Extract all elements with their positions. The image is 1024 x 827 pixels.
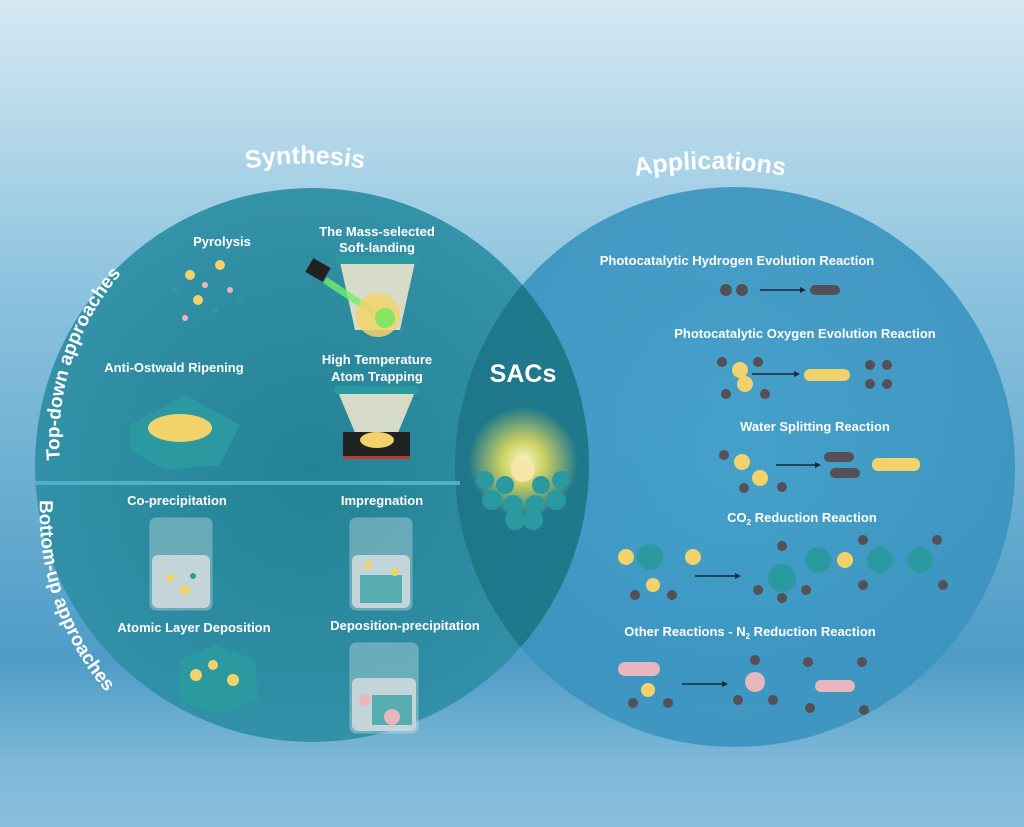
atom-trapping-illustration (334, 386, 419, 459)
n2-reduction-reaction (618, 655, 869, 715)
mass-selected-label-2: Soft-landing (339, 240, 415, 255)
coprecipitation-beaker (149, 517, 213, 611)
n2-reduction-label: Other Reactions - N2 Reduction Reaction (624, 624, 876, 641)
co2-reduction-reaction (618, 535, 948, 603)
mass-selected-label-1: The Mass-selected (319, 224, 435, 239)
ald-label: Atomic Layer Deposition (117, 620, 270, 635)
oer-label: Photocatalytic Oxygen Evolution Reaction (674, 326, 936, 341)
water-splitting-reaction (719, 450, 920, 493)
anti-ostwald-illustration (130, 395, 240, 470)
impregnation-label: Impregnation (341, 493, 423, 508)
water-splitting-label: Water Splitting Reaction (740, 419, 890, 434)
coprecipitation-label: Co-precipitation (127, 493, 227, 508)
sacs-title: SACs (490, 360, 557, 388)
water-floor (0, 760, 1024, 827)
deposition-precipitation-label: Deposition-precipitation (330, 618, 480, 633)
anti-ostwald-label: Anti-Ostwald Ripening (104, 360, 243, 375)
co2-reduction-label: CO2 Reduction Reaction (727, 510, 877, 527)
ald-illustration (178, 645, 258, 715)
pyrolysis-label: Pyrolysis (193, 234, 251, 249)
impregnation-beaker (349, 517, 413, 611)
synthesis-title: Synthesis (243, 141, 367, 174)
her-reaction (720, 284, 840, 296)
high-temp-label-1: High Temperature (322, 352, 432, 367)
single-atom-catalyst-icon (468, 407, 578, 530)
deposition-precipitation-beaker (349, 642, 419, 734)
applications-circle (455, 187, 1015, 747)
high-temp-label-2: Atom Trapping (331, 369, 423, 384)
approach-divider (35, 481, 460, 485)
soft-landing-illustration (305, 256, 420, 337)
her-label: Photocatalytic Hydrogen Evolution Reacti… (600, 253, 875, 268)
pyrolysis-illustration (172, 260, 243, 321)
oer-reaction (717, 357, 892, 399)
